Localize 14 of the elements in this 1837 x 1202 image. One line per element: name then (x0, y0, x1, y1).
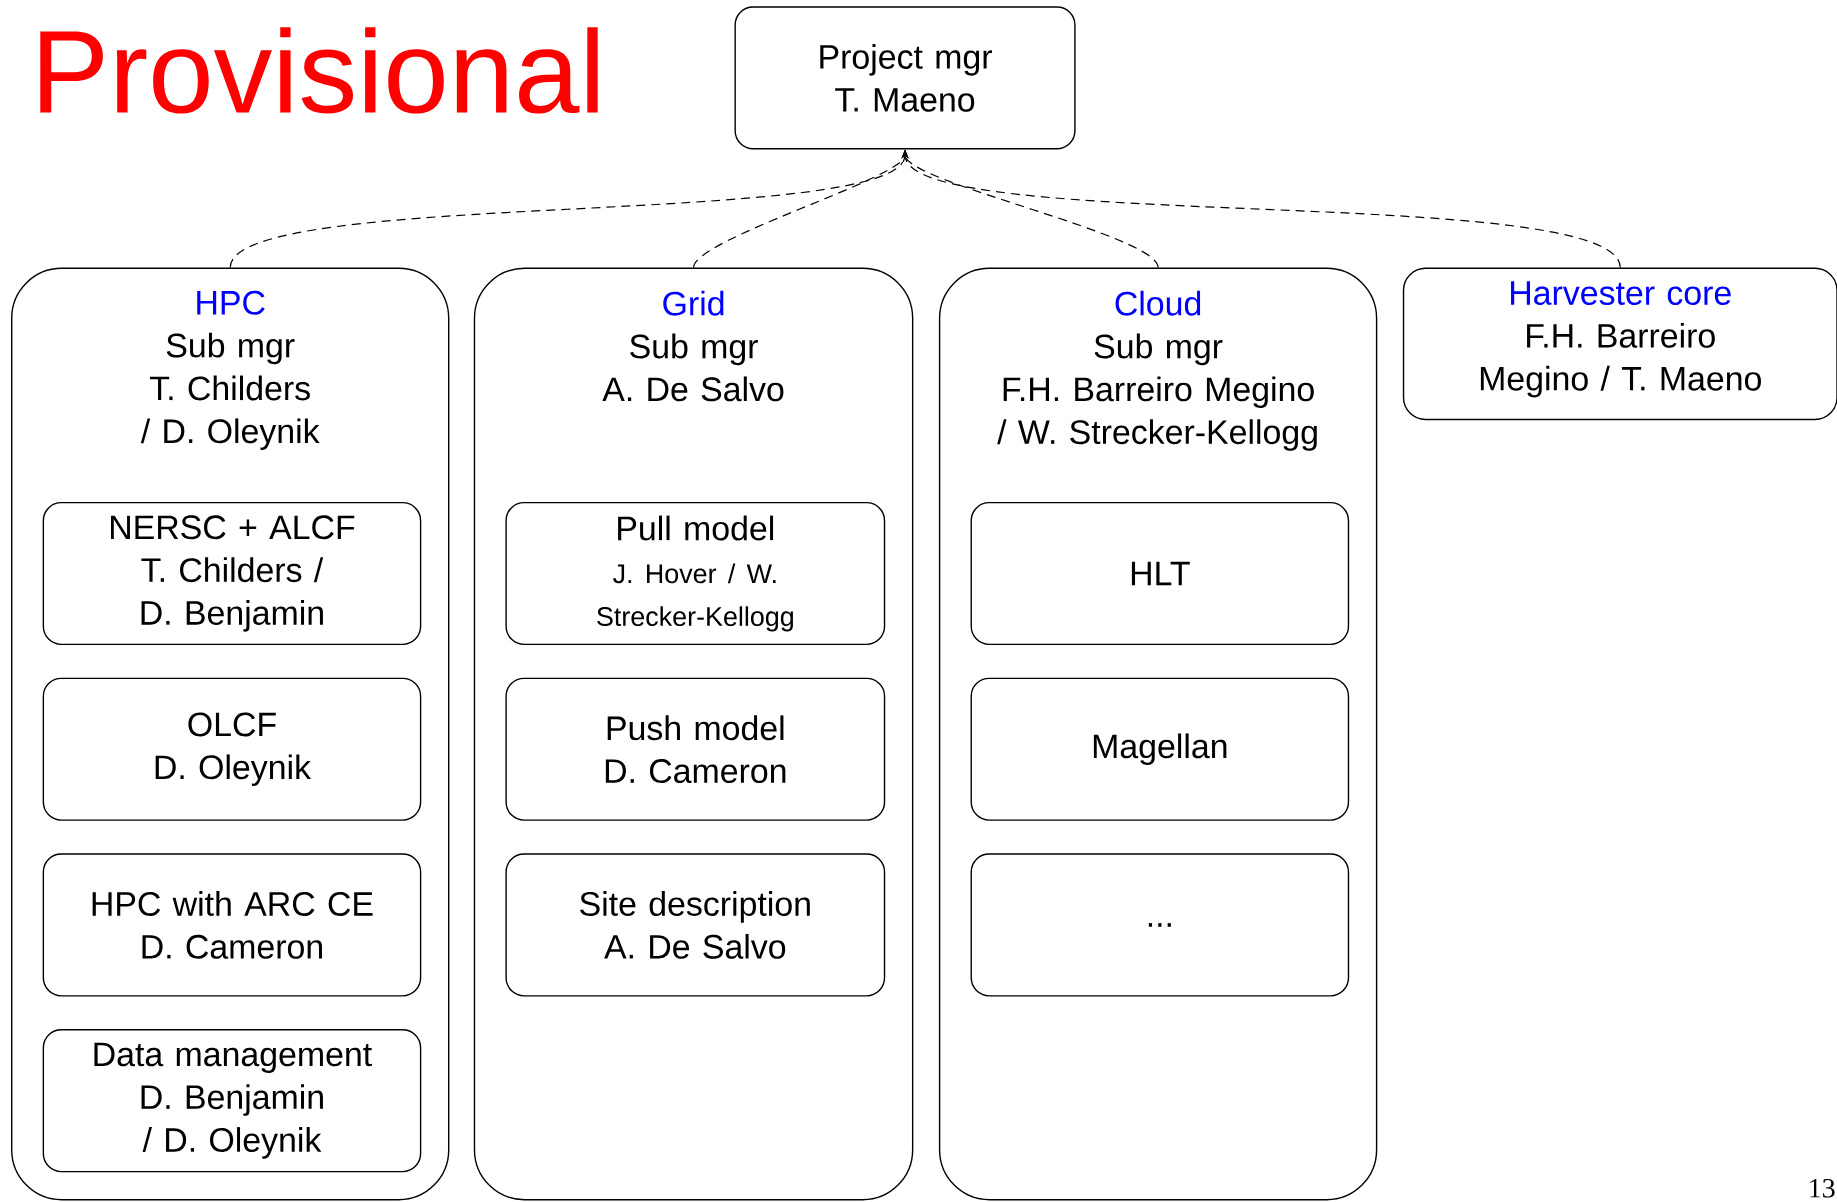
process-box: OLCF D. Oleynik (42, 677, 422, 821)
process-box: Magellan (970, 677, 1350, 821)
process-box: Push model D. Cameron (505, 677, 886, 821)
process-box: NERSC + ALCF T. Childers / D. Benjamin (42, 501, 422, 646)
page-number: 13 (1810, 1178, 1835, 1198)
title: Provisional (40, 27, 598, 114)
process-box: ... (970, 853, 1350, 997)
process-box: Project mgr T. Maeno (734, 6, 1076, 150)
process-box: Pull model J. Hover / W. Strecker-Kellogg (505, 501, 886, 646)
process-box: Harvester core F.H. Barreiro Megino / T. Maeno (1402, 267, 1837, 421)
process-box: Site description A. De Salvo (505, 853, 886, 997)
process-box: HPC with ARC CE D. Cameron (42, 853, 422, 997)
process-box: Data management D. Benjamin / D. Oleynik (42, 1029, 422, 1173)
process-box: HLT (970, 501, 1350, 646)
